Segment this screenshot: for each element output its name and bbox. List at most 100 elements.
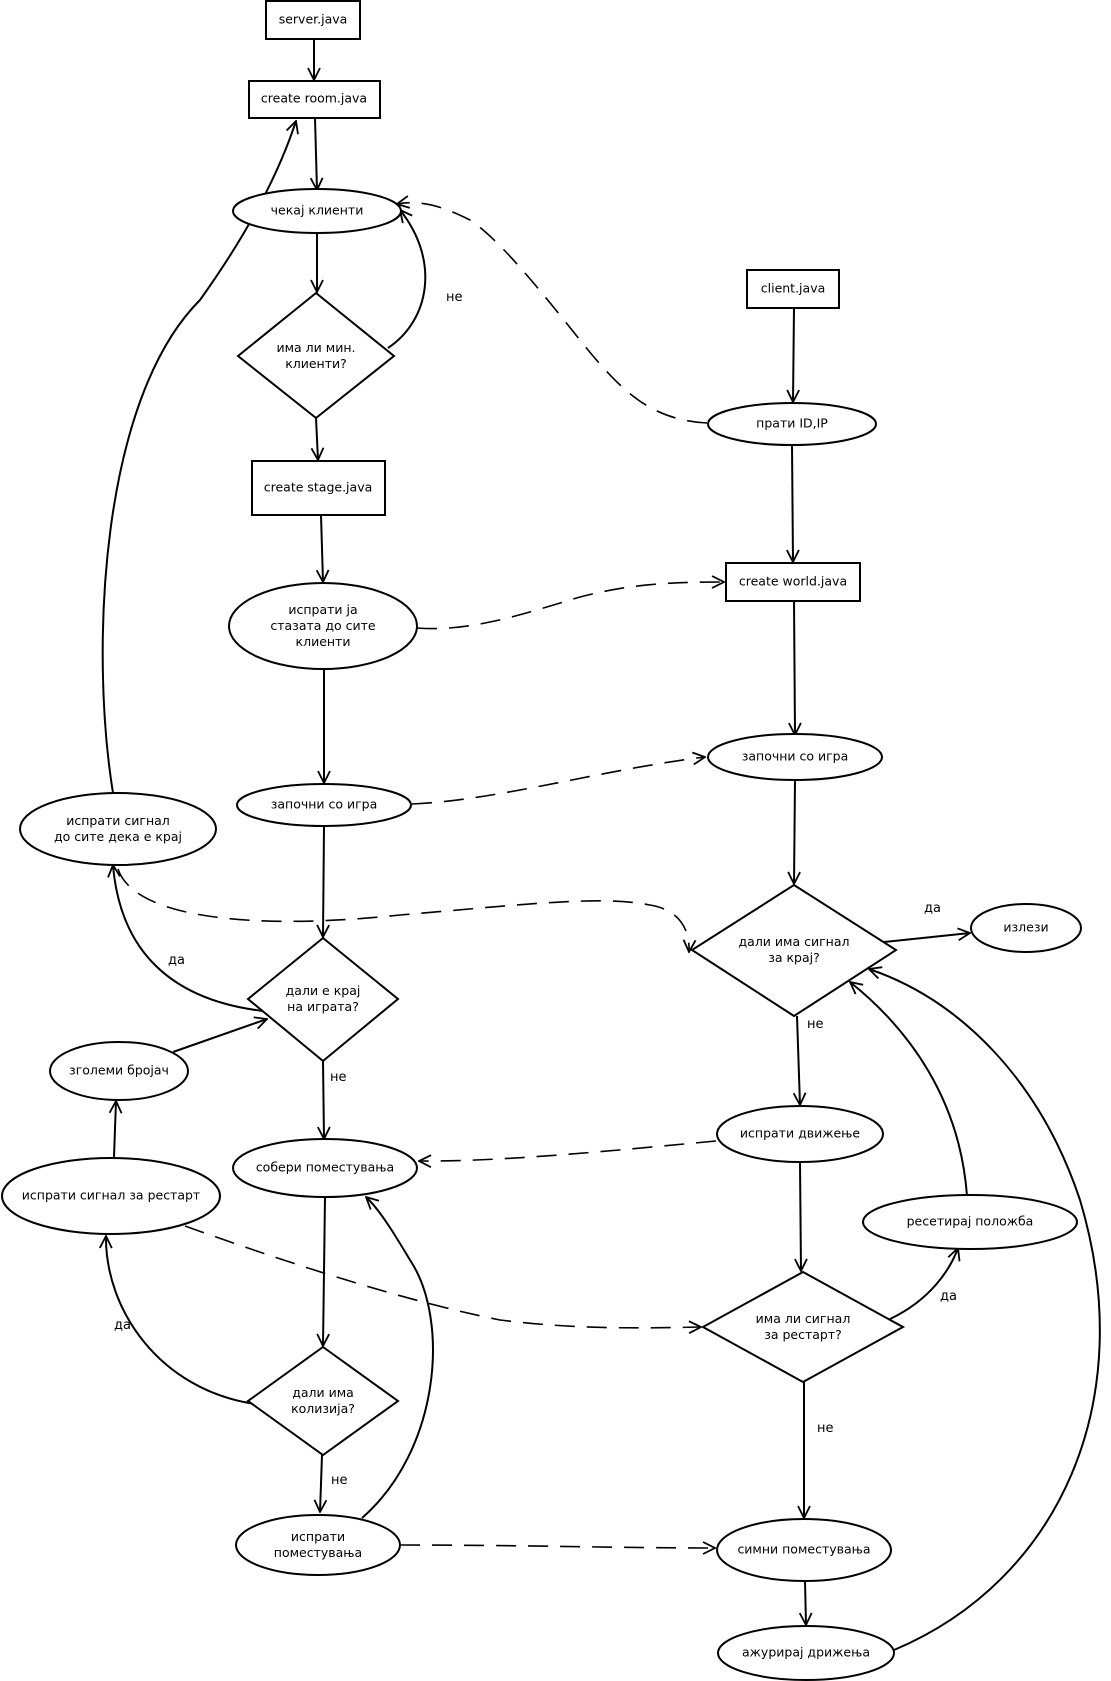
edge-endsignal-no — [797, 1015, 800, 1105]
node-start-game-server: започни со игра — [236, 783, 412, 827]
edge-dash-track-to-world — [416, 582, 724, 630]
edge-client-to-id — [793, 307, 794, 402]
node-send-movement: испрати движење — [716, 1105, 884, 1163]
edge-movement-to-restart — [800, 1162, 801, 1271]
node-exit: излези — [970, 903, 1082, 953]
node-label: испрати движење — [740, 1126, 860, 1141]
edge-id-to-world — [792, 444, 793, 562]
node-label-line: за рестарт? — [764, 1327, 842, 1342]
node-label-line: има ли мин. — [277, 340, 356, 355]
edge-collect-to-collision — [323, 1196, 325, 1346]
edge-stage-to-track — [321, 514, 323, 582]
node-label: create world.java — [739, 574, 847, 589]
node-create-world: create world.java — [725, 562, 861, 602]
edge-world-to-start — [794, 599, 795, 735]
edge-dash-endsignal-link — [117, 868, 689, 952]
label-restart-yes: да — [940, 1289, 957, 1304]
node-label-line: испрати ја — [288, 602, 357, 617]
node-label-line: за крај? — [768, 950, 820, 965]
edge-sendmoves-to-collect — [361, 1197, 434, 1519]
edge-counter-to-end — [172, 1019, 267, 1053]
node-label: собери поместувања — [256, 1160, 394, 1175]
edge-dash-start-to-start — [411, 757, 705, 805]
node-label: create room.java — [261, 91, 367, 106]
edge-min-to-stage — [316, 417, 318, 460]
node-label-line: испрати — [291, 1529, 345, 1544]
node-label: започни со игра — [271, 797, 378, 812]
label-collision-no: не — [331, 1473, 348, 1488]
node-label: client.java — [761, 281, 826, 296]
node-label: започни со игра — [742, 749, 849, 764]
node-create-room: create room.java — [248, 80, 381, 119]
node-label-line: има ли сигнал — [756, 1311, 851, 1326]
node-label: create stage.java — [264, 480, 373, 495]
node-label-line: дали е крај — [286, 983, 361, 998]
node-label-line: дали има — [292, 1385, 354, 1400]
node-label: ажурирај дрижења — [742, 1645, 870, 1660]
node-label-line: дали има сигнал — [739, 934, 850, 949]
svg-text:има ли мин.клиенти?: има ли мин.клиенти? — [277, 340, 356, 371]
node-download-moves: симни поместувања — [716, 1518, 892, 1582]
node-label-line: клиенти — [296, 634, 351, 649]
node-start-game-client: започни со игра — [707, 733, 883, 781]
edge-start-to-endsignal — [794, 779, 795, 884]
edge-labels: не да не да не да не да не — [114, 290, 957, 1488]
node-label: испрати сигнал за рестарт — [22, 1188, 200, 1203]
edge-collision-no — [320, 1454, 322, 1512]
node-client-java: client.java — [746, 269, 840, 309]
node-send-restart-signal: испрати сигнал за рестарт — [1, 1157, 221, 1235]
edge-end-yes — [113, 865, 264, 1012]
node-label-line: поместувања — [274, 1545, 362, 1560]
node-collect-moves: собери поместувања — [232, 1138, 418, 1198]
node-label: ресетирај положба — [907, 1214, 1034, 1229]
node-server-java: server.java — [265, 0, 361, 40]
edge-min-no-loop — [387, 210, 427, 349]
node-label-line: стазата до сите — [270, 618, 376, 633]
node-create-stage: create stage.java — [251, 460, 386, 516]
node-send-id-ip: прати ID,IP — [707, 402, 877, 446]
edge-reset-to-endsignal — [850, 982, 968, 1197]
node-label-line: до сите дека е крај — [54, 829, 182, 844]
node-label: прати ID,IP — [756, 416, 828, 431]
node-label: server.java — [279, 12, 348, 27]
node-increase-counter: зголеми бројач — [49, 1041, 189, 1101]
label-min-no: не — [446, 290, 463, 305]
edge-end-no — [323, 1060, 324, 1139]
label-endsignal-no: не — [807, 1017, 824, 1032]
edges — [101, 40, 1101, 1651]
edge-dash-id-to-wait — [397, 203, 708, 424]
edge-endsignal-to-room — [101, 121, 296, 794]
node-label-line: колизија? — [291, 1401, 355, 1416]
label-end-yes: да — [168, 953, 185, 968]
node-label: чекај клиенти — [271, 203, 364, 218]
node-label-line: на играта? — [287, 999, 359, 1014]
node-label-line: испрати сигнал — [66, 813, 170, 828]
edge-restart-yes — [889, 1248, 958, 1320]
edge-update-to-endsignal — [869, 969, 1101, 1651]
node-min-clients: има ли мин.клиенти? — [236, 291, 396, 420]
label-restart-no: не — [817, 1421, 834, 1436]
edge-room-to-wait — [315, 117, 317, 190]
node-label-line: клиенти? — [285, 356, 347, 371]
node-label: излези — [1003, 920, 1048, 935]
node-wait-clients: чекај клиенти — [232, 188, 402, 234]
edge-collision-yes — [106, 1236, 256, 1405]
edge-dash-movement-to-collect — [419, 1140, 717, 1161]
edge-dash-sendmoves-to-download — [399, 1545, 715, 1548]
edge-download-to-update — [805, 1580, 806, 1625]
edge-endsignal-yes — [883, 933, 970, 943]
